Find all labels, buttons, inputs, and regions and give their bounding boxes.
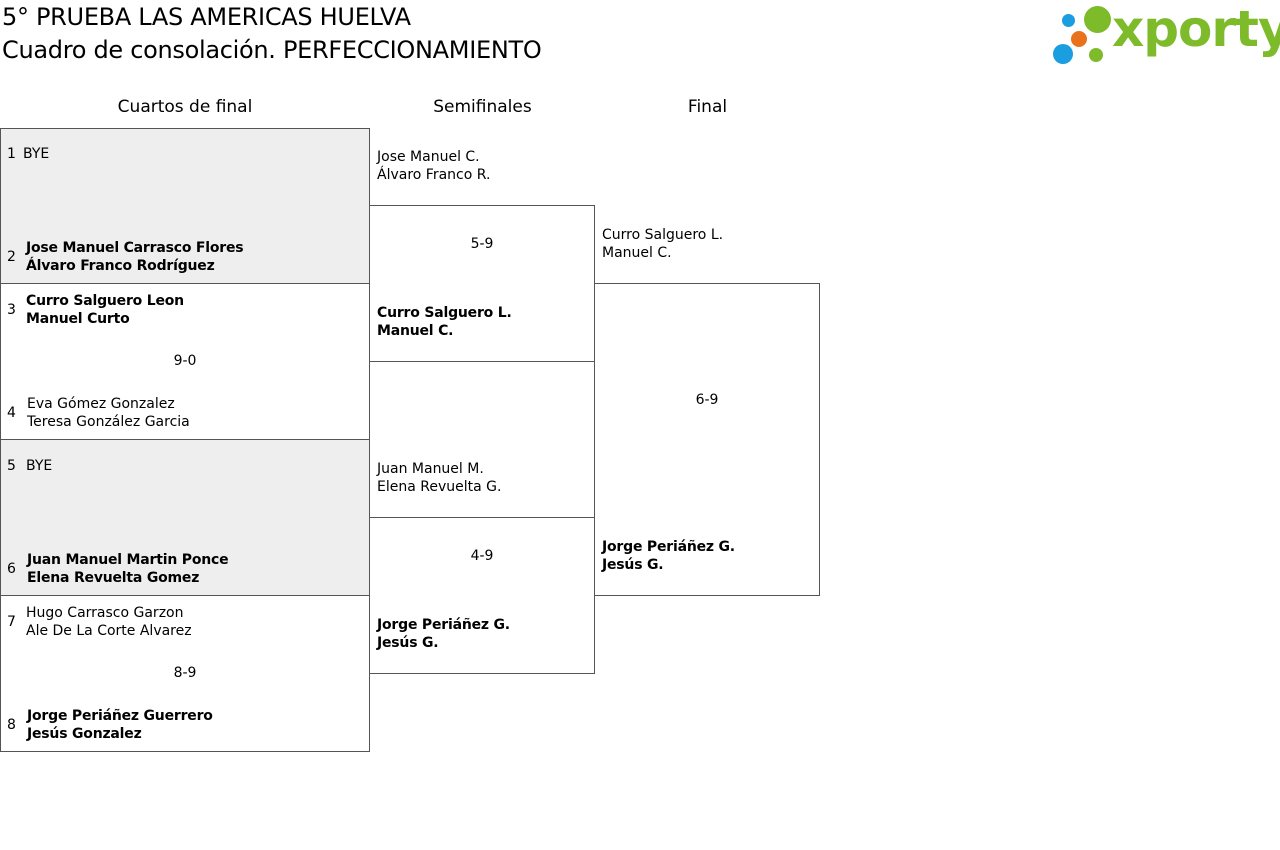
team-winner: Jose Manuel Carrasco Flores Álvaro Franc… — [26, 239, 244, 275]
player-name: Juan Manuel Martin Ponce — [27, 552, 229, 568]
logo-dot-orange — [1071, 31, 1087, 47]
player-name: Hugo Carrasco Garzon — [26, 605, 184, 621]
tournament-title: 5° PRUEBA LAS AMERICAS HUELVA — [2, 3, 411, 31]
semifinal-2-team-top: Juan Manuel M. Elena Revuelta G. — [377, 460, 501, 496]
match-score: 8-9 — [173, 665, 197, 681]
seed-number: 7 — [7, 614, 16, 630]
player-name: Álvaro Franco Rodríguez — [26, 258, 215, 274]
seed-number: 3 — [7, 302, 16, 318]
player-name: Jesús G. — [377, 635, 439, 651]
match-score: 6-9 — [695, 392, 719, 408]
logo-dot-green — [1084, 6, 1111, 33]
match-score: 9-0 — [173, 353, 197, 369]
final-team-winner: Jorge Periáñez G. Jesús G. — [602, 538, 735, 574]
player-name: Jose Manuel C. — [377, 149, 480, 165]
semifinal-2-team-winner: Jorge Periáñez G. Jesús G. — [377, 616, 510, 652]
player-name: Curro Salguero L. — [377, 305, 512, 321]
player-name: Jesús G. — [602, 557, 664, 573]
player-name: Ale De La Corte Alvarez — [26, 623, 192, 639]
seed-number: 4 — [7, 405, 16, 421]
player-name: Jorge Periáñez Guerrero — [27, 708, 213, 724]
player-name: Juan Manuel M. — [377, 461, 484, 477]
seed-number: 8 — [7, 717, 16, 733]
player-name: Álvaro Franco R. — [377, 167, 491, 183]
player-name: Curro Salguero L. — [602, 227, 724, 243]
quarterfinal-match-3[interactable] — [0, 439, 370, 596]
player-name: Jorge Periáñez G. — [602, 539, 735, 555]
semifinal-1-team-winner: Curro Salguero L. Manuel C. — [377, 304, 512, 340]
team-bye: BYE — [26, 457, 52, 475]
match-score: 5-9 — [470, 236, 494, 252]
round-header-final: Final — [687, 97, 728, 117]
team-winner: Jorge Periáñez Guerrero Jesús Gonzalez — [27, 707, 213, 743]
player-name: Jorge Periáñez G. — [377, 617, 510, 633]
round-header-semifinals: Semifinales — [433, 97, 532, 117]
round-header-quarterfinals: Cuartos de final — [117, 97, 253, 117]
player-name: Jesús Gonzalez — [27, 726, 142, 742]
player-name: Manuel Curto — [26, 311, 130, 327]
team-loser: Eva Gómez Gonzalez Teresa González Garci… — [27, 395, 190, 431]
player-name: Manuel C. — [377, 323, 454, 339]
logo-dot-blue — [1053, 44, 1073, 64]
logo-dot-blue-small — [1062, 14, 1075, 27]
final-match[interactable] — [594, 283, 820, 596]
player-name: Manuel C. — [602, 245, 672, 261]
match-score: 4-9 — [470, 548, 494, 564]
player-name: BYE — [26, 458, 53, 474]
player-name: Teresa González Garcia — [27, 414, 190, 430]
xporty-logo[interactable]: xporty — [1050, 0, 1280, 68]
seed-number: 6 — [7, 561, 16, 577]
player-name: Curro Salguero Leon — [26, 293, 184, 309]
quarterfinal-match-1[interactable] — [0, 128, 370, 284]
logo-dot-green-small — [1089, 48, 1103, 62]
team-winner: Juan Manuel Martin Ponce Elena Revuelta … — [27, 551, 229, 587]
logo-wordmark: xporty — [1112, 0, 1280, 58]
player-name: Eva Gómez Gonzalez — [27, 396, 175, 412]
draw-subtitle: Cuadro de consolación. PERFECCIONAMIENTO — [2, 36, 542, 64]
player-name: Jose Manuel Carrasco Flores — [26, 240, 244, 256]
seed-number: 1 — [7, 146, 16, 162]
team-loser: Hugo Carrasco Garzon Ale De La Corte Alv… — [26, 604, 192, 640]
final-team-top: Curro Salguero L. Manuel C. — [602, 226, 723, 262]
seed-number: 2 — [7, 249, 16, 265]
semifinal-1-team-top: Jose Manuel C. Álvaro Franco R. — [377, 148, 490, 184]
player-name: Elena Revuelta Gomez — [27, 570, 200, 586]
player-name: Elena Revuelta G. — [377, 479, 502, 495]
seed-number: 5 — [7, 458, 16, 474]
player-name: BYE — [23, 146, 50, 162]
team-bye: BYE — [23, 145, 49, 163]
team-winner: Curro Salguero Leon Manuel Curto — [26, 292, 184, 328]
